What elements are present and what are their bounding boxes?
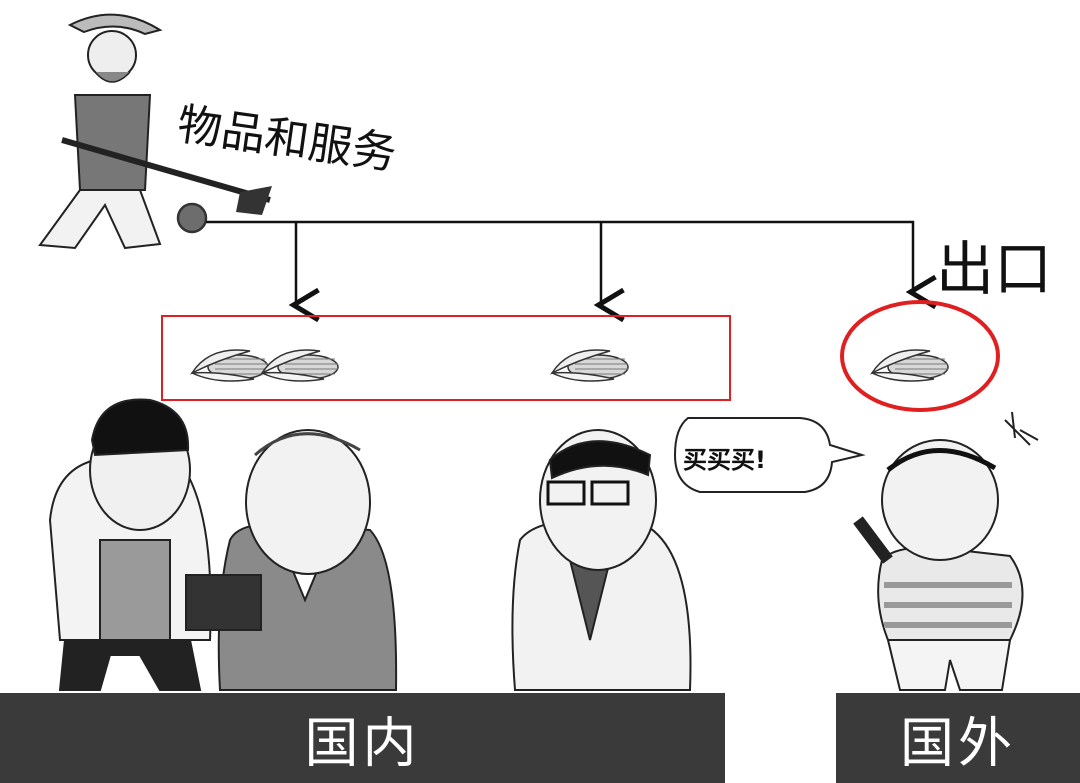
export-circle xyxy=(840,300,1000,412)
domestic-bar: 国内 xyxy=(0,693,725,783)
flow-lines xyxy=(176,202,937,323)
farmer-figure xyxy=(38,13,272,250)
foreign-label: 国外 xyxy=(900,711,1016,775)
person-figure xyxy=(853,411,1039,691)
domestic-goods-box xyxy=(161,315,731,401)
domestic-label: 国内 xyxy=(304,711,421,775)
export-label: 出口 xyxy=(936,235,1053,303)
person-figure xyxy=(185,429,398,691)
foreign-bar: 国外 xyxy=(836,693,1080,783)
person-figure xyxy=(48,398,212,691)
speech-bubble xyxy=(673,417,866,493)
corn-icon xyxy=(871,349,949,382)
corn-icon xyxy=(551,349,629,382)
corn-icon xyxy=(261,349,339,382)
person-figure xyxy=(511,429,692,691)
corn-icon xyxy=(191,349,269,382)
speech-text: 买买买! xyxy=(683,446,766,474)
